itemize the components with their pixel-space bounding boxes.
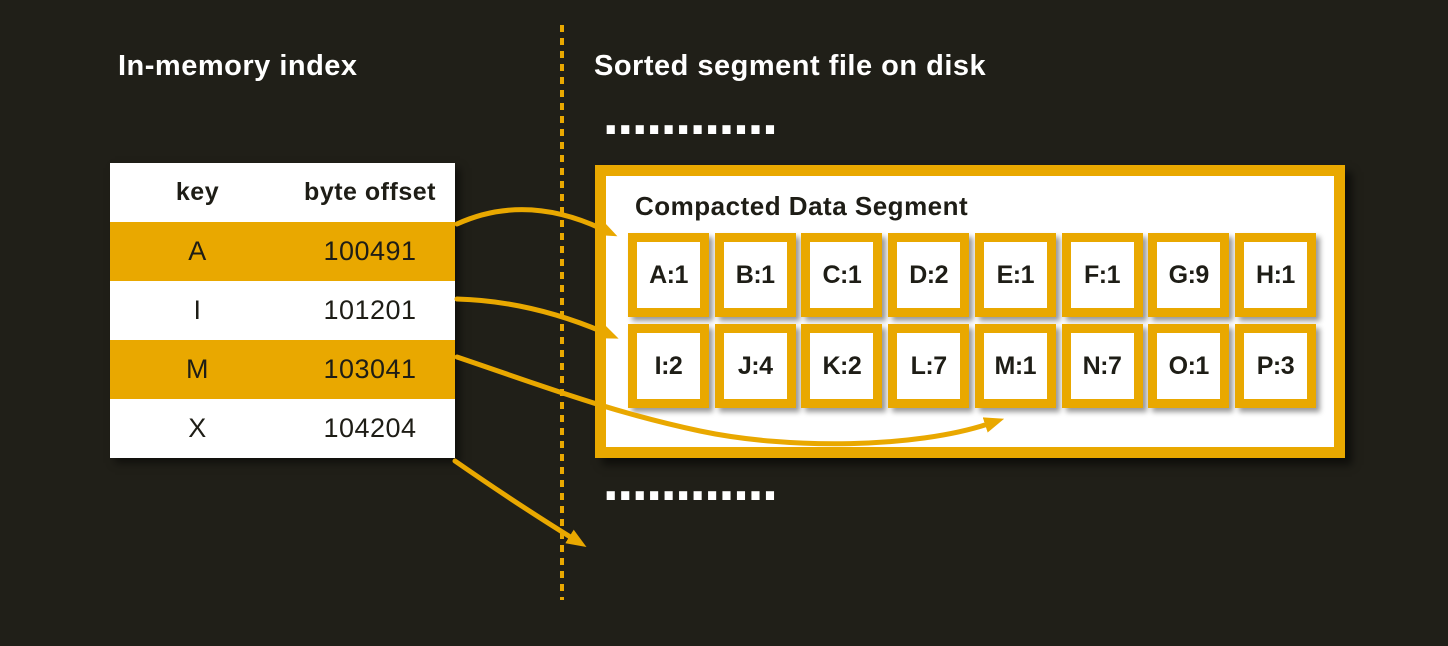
index-row-A: A 100491 (110, 222, 455, 281)
arrow-x-to-next-segment (452, 458, 587, 547)
ellipsis-bottom: ............ (602, 457, 779, 511)
index-row-I: I 101201 (110, 281, 455, 340)
segment-cell: M:1 (974, 324, 1056, 408)
segment-cell: F:1 (1061, 233, 1143, 317)
segment-cell: E:1 (974, 233, 1056, 317)
index-row-X: X 104204 (110, 399, 455, 458)
segment-row-1: A:1 B:1 C:1 D:2 E:1 F:1 G:9 H:1 (628, 233, 1316, 317)
arrow-a-to-segment (454, 207, 618, 237)
segment-cell: I:2 (628, 324, 709, 408)
segment-cell: H:1 (1234, 233, 1316, 317)
segment-cell: J:4 (714, 324, 796, 408)
segment-cell: N:7 (1061, 324, 1143, 408)
row-offset: 103041 (323, 354, 417, 384)
row-key: X (188, 413, 207, 443)
left-section-title: In-memory index (118, 50, 358, 82)
segment-cell: K:2 (801, 324, 883, 408)
row-key: M (186, 354, 209, 384)
segment-title: Compacted Data Segment (635, 191, 969, 221)
arrow-i-to-segment (454, 296, 619, 339)
segment-cell: A:1 (628, 233, 709, 317)
row-key: I (193, 295, 202, 325)
segment-cell: O:1 (1148, 324, 1230, 408)
segment-row-2: I:2 J:4 K:2 L:7 M:1 N:7 O:1 P:3 (628, 324, 1316, 408)
index-table-header-row: key byte offset (110, 163, 455, 222)
index-row-M: M 103041 (110, 340, 455, 399)
segment-cell: L:7 (888, 324, 970, 408)
ellipsis-top: ............ (602, 91, 779, 145)
row-key: A (188, 236, 207, 266)
segment-cell: B:1 (714, 233, 796, 317)
row-offset: 104204 (323, 413, 417, 443)
header-key: key (175, 178, 220, 206)
right-section-title: Sorted segment file on disk (594, 50, 987, 82)
segment-cell: C:1 (801, 233, 883, 317)
compacted-segment-box: Compacted Data Segment A:1 B:1 C:1 D:2 E… (595, 165, 1345, 458)
header-byte-offset: byte offset (304, 178, 436, 206)
segment-cell: D:2 (888, 233, 970, 317)
dashed-divider-line (560, 25, 564, 600)
row-offset: 100491 (323, 236, 417, 266)
in-memory-index-table: key byte offset A 100491 I 101201 M 1030… (110, 163, 455, 458)
segment-cell: G:9 (1148, 233, 1230, 317)
segment-cell: P:3 (1234, 324, 1316, 408)
row-offset: 101201 (323, 295, 417, 325)
